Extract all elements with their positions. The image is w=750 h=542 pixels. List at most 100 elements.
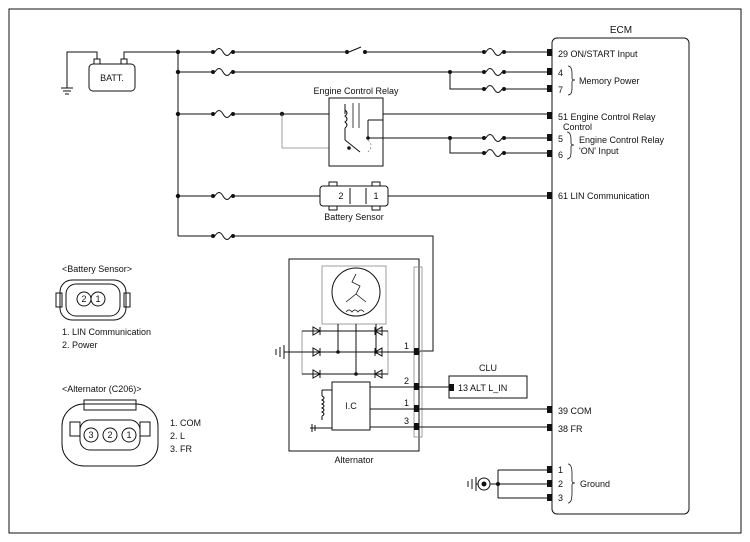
memory-power-brace (567, 65, 576, 96)
ecm-label-ecr-control-1: 51 Engine Control Relay (558, 112, 656, 122)
battery: BATT. (61, 51, 178, 95)
ecm-label-fr: 38 FR (558, 424, 583, 434)
ecm-pin-61 (547, 192, 552, 199)
ecm-pin-4 (547, 68, 552, 75)
ecm-title: ECM (610, 25, 632, 36)
fuse-icon (214, 68, 232, 76)
ecm-label-ecr-control-2: Control (563, 122, 592, 132)
connector-alternator-legend-3: 3. FR (170, 444, 193, 454)
diode-icon (312, 369, 322, 379)
alternator-pin-1-top: 1 (404, 341, 409, 351)
ecm-box (551, 37, 690, 515)
alternator-pin-3 (414, 423, 419, 430)
alternator-label: Alternator (334, 455, 373, 465)
alternator-pin-b (414, 348, 419, 355)
fuse-icon (485, 68, 503, 76)
ecm-pin-7 (547, 85, 552, 92)
ecm-label-7: 7 (558, 85, 563, 95)
battery-sensor-label: Battery Sensor (324, 212, 384, 222)
ecm-pin-39 (547, 406, 552, 413)
ecm-ground-circuit (467, 469, 547, 499)
fuse-icon (485, 134, 503, 142)
battery-label: BATT. (100, 73, 124, 83)
ecm-pin-5 (547, 134, 552, 141)
battery-sensor-connector-pin-1-label: 1 (95, 294, 100, 304)
fuse-icon (214, 110, 232, 118)
ecm-pin-51 (547, 112, 552, 119)
memory-power-circuit (178, 68, 547, 93)
alternator-pin-3-label: 3 (404, 416, 409, 426)
battery-positive-wire (123, 51, 178, 59)
battery-terminal-neg (93, 58, 101, 65)
engine-control-relay-circuit: Engine Control Relay (178, 86, 547, 167)
ecm-label-5: 5 (558, 134, 563, 144)
clu-title: CLU (479, 363, 497, 373)
fuse-icon (214, 192, 232, 200)
relay-contact-icon (344, 139, 361, 153)
fuse-icon (485, 85, 503, 93)
alternator-connector-pin-3-label: 3 (88, 430, 93, 440)
battery-sensor-connector-pin-2-label: 2 (81, 294, 86, 304)
relay-coil-icon (344, 109, 348, 129)
connector-battery-sensor: <Battery Sensor> 2 1 1. LIN Communicatio… (55, 264, 151, 350)
diode-icon (373, 326, 383, 336)
ecm-label-ecr-on-1: Engine Control Relay (579, 135, 665, 145)
ecm-label-g1: 1 (558, 465, 563, 475)
diode-icon (312, 326, 322, 336)
battery-ground-wire (66, 51, 98, 88)
clu-pin-13 (449, 384, 454, 391)
alternator-connector-pin-2-label: 2 (107, 430, 112, 440)
battery-sensor-circuit: 2 1 Battery Sensor (178, 181, 547, 222)
ecr-on-brace (566, 131, 575, 160)
diode-icon (312, 347, 322, 357)
connector-alternator: <Alternator (C206)> 3 2 1 1. COM 2. L 3.… (61, 384, 201, 467)
alternator-pin-1-label: 1 (404, 398, 409, 408)
on-start-circuit (178, 46, 547, 56)
battery-terminal-pos (120, 58, 128, 65)
connector-alternator-legend-2: 2. L (170, 431, 185, 441)
alternator-supply-circuit (178, 232, 434, 352)
connector-battery-sensor-legend-1: 1. LIN Communication (62, 327, 151, 337)
field-coil-icon (320, 395, 325, 417)
alternator-connector-pin-1-label: 1 (126, 430, 131, 440)
ecm-label-ecr-on-2: 'ON' Input (579, 146, 619, 156)
alternator-connector-pin-2 (102, 427, 118, 443)
ecm-pin-38 (547, 424, 552, 431)
battery-sensor-connector-body (59, 279, 127, 321)
battery-box (88, 63, 136, 92)
diagram-frame (8, 8, 742, 534)
ecm-pin-g1 (547, 466, 552, 473)
fuse-icon (214, 48, 232, 56)
ecm-module: ECM 29 ON/START Input 4 7 Memory Power 5… (547, 25, 690, 515)
ecm-label-6: 6 (558, 150, 563, 160)
ecm-pin-g3 (547, 494, 552, 501)
ecm-label-lin: 61 LIN Communication (558, 191, 650, 201)
alternator: Alternator 1 I.C (275, 258, 423, 465)
alternator-connector-pin-3 (83, 427, 99, 443)
ground-brace (567, 463, 576, 504)
diode-icon (373, 369, 383, 379)
ecm-pin-g2 (547, 480, 552, 487)
relay-label: Engine Control Relay (313, 86, 399, 96)
ecm-label-g3: 3 (558, 493, 563, 503)
relay-box (328, 97, 384, 167)
alternator-connector-pin-1 (121, 427, 137, 443)
ic-box (331, 381, 371, 431)
ecm-label-on-start: 29 ON/START Input (558, 49, 638, 59)
fuse-icon (485, 149, 503, 157)
ic-label: I.C (345, 401, 357, 411)
ecm-label-4: 4 (558, 68, 563, 78)
fuse-icon (214, 232, 232, 240)
stator-coil-icon (331, 267, 381, 317)
alternator-pin-1 (414, 405, 419, 412)
stator-box (321, 265, 387, 325)
alternator-connector-body (61, 403, 159, 467)
alternator-pin-2-label: 2 (404, 376, 409, 386)
ecm-pin-29 (547, 49, 552, 56)
diode-icon (373, 347, 383, 357)
fuse-icon (485, 48, 503, 56)
connector-alternator-title: <Alternator (C206)> (62, 384, 142, 394)
alternator-signal-circuit: CLU 13 ALT L_IN (419, 363, 547, 428)
connector-battery-sensor-title: <Battery Sensor> (62, 264, 132, 274)
